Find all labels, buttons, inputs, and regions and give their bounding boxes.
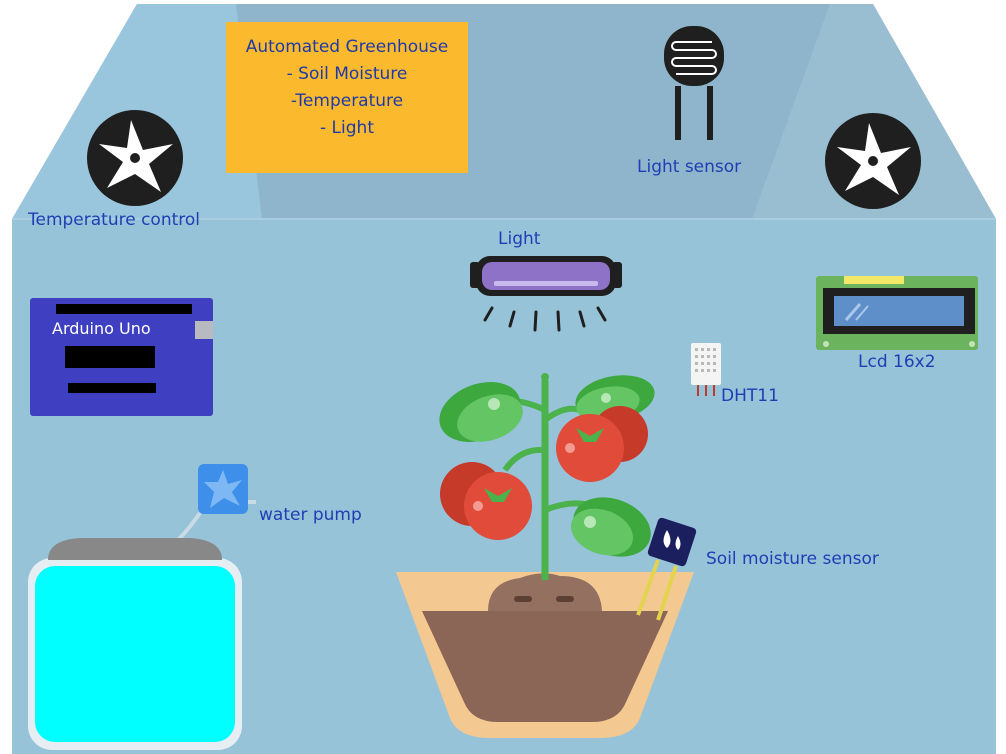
plant-pot-icon: [396, 572, 694, 738]
fan-icon: [825, 113, 921, 209]
soil-moisture-sensor-label: Soil moisture sensor: [706, 549, 879, 569]
arduino-board-icon: [30, 298, 213, 416]
soil-moisture-sensor-icon: [636, 517, 697, 621]
title-line: -Temperature: [290, 91, 404, 111]
water-pump-label: water pump: [259, 505, 362, 525]
light-sensor-icon: [664, 26, 724, 140]
title-line: - Soil Moisture: [286, 64, 408, 84]
fan-icon: [87, 110, 183, 206]
light-label: Light: [498, 229, 541, 249]
lcd-module-icon: [816, 276, 978, 350]
title-line: Automated Greenhouse: [245, 37, 449, 57]
title-box: Automated Greenhouse - Soil Moisture -Te…: [226, 22, 468, 173]
arduino-label: Arduino Uno: [52, 319, 151, 338]
water-tank-icon: [28, 538, 242, 750]
dht11-label: DHT11: [721, 386, 779, 406]
light-sensor-label: Light sensor: [637, 157, 742, 177]
lcd-label: Lcd 16x2: [858, 352, 936, 372]
roof-right-pane: [752, 4, 996, 219]
dht11-sensor-icon: [691, 343, 721, 396]
title-line: - Light: [320, 118, 374, 138]
temperature-control-label: Temperature control: [28, 210, 201, 230]
led-light-icon: [470, 256, 622, 332]
tomato-plant-icon: [439, 373, 655, 580]
